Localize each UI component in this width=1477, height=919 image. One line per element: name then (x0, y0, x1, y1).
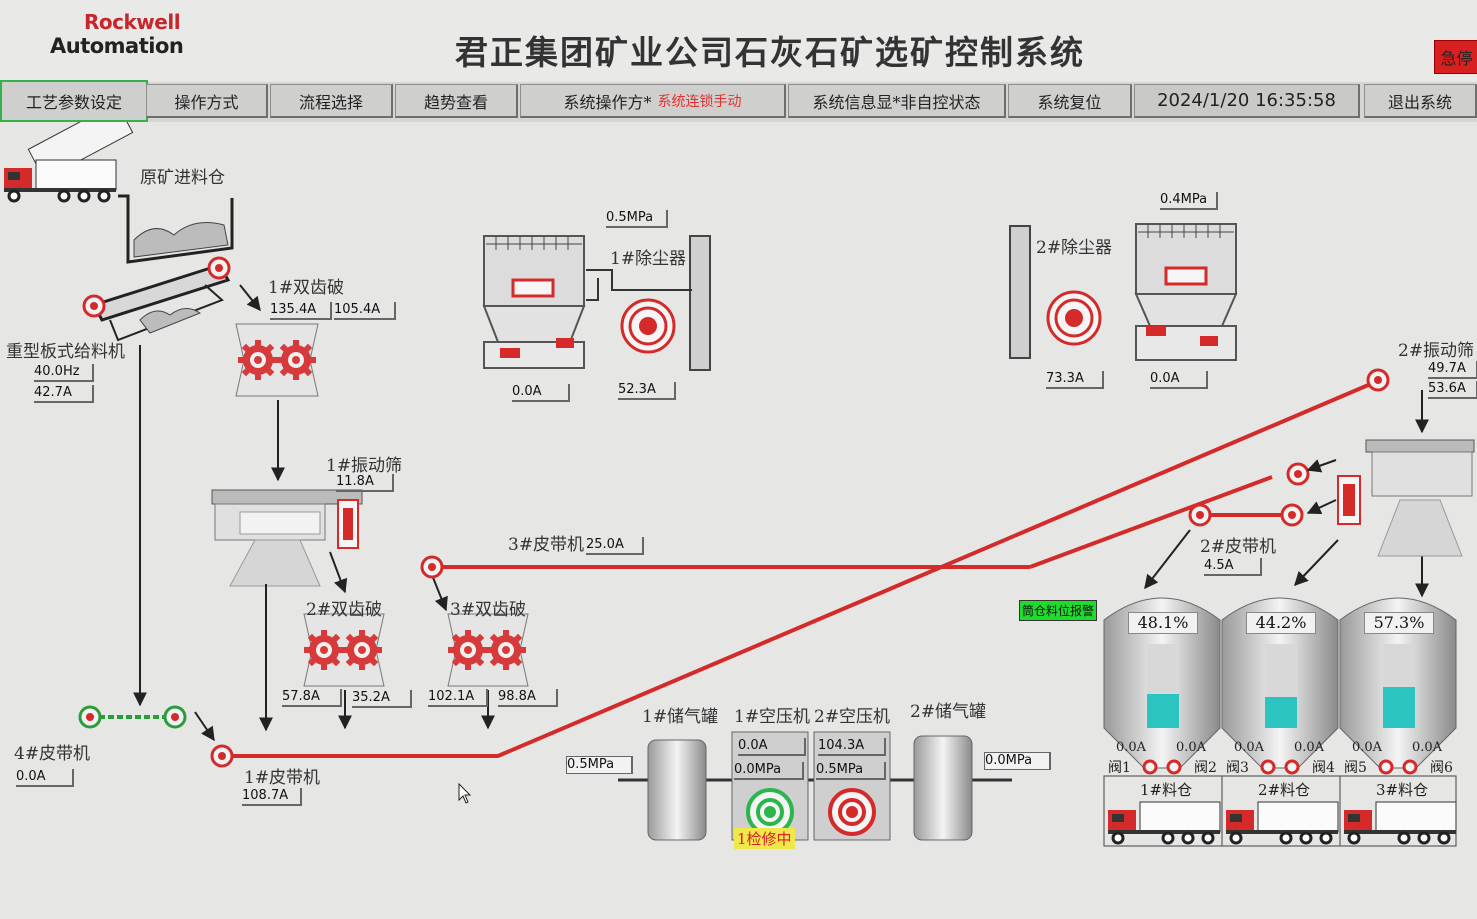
tab-operation-mode-label: 操作方式 (174, 92, 239, 112)
crusher1-label: 1#双齿破 (268, 278, 345, 298)
air-tank2-pressure: 0.0MPa (984, 752, 1051, 770)
belt3-label: 3#皮带机 (508, 535, 585, 555)
valve-6[interactable]: 阀6 (1430, 760, 1453, 776)
tab-system-info[interactable]: 系统信息显*非自控状态 (788, 84, 1006, 118)
logo-rockwell: Rockwell (84, 10, 181, 34)
dust2-current-b: 0.0A (1150, 371, 1208, 389)
crusher2-current-b: 35.2A (352, 690, 412, 708)
bin2-label: 2#料仓 (1258, 781, 1311, 799)
belt1-current: 108.7A (242, 788, 302, 806)
belt4-label: 4#皮带机 (14, 744, 91, 764)
silo1-cur-left: 0.0A (1116, 740, 1147, 755)
emergency-stop-button[interactable]: 急停 (1434, 40, 1477, 74)
silo2-cur-right: 0.0A (1294, 740, 1325, 755)
dust1-label: 1#除尘器 (610, 249, 687, 269)
air-comp1-current: 0.0A (738, 738, 806, 756)
header-bar: Rockwell Automation 君正集团矿业公司石灰石矿选矿控制系统 急… (0, 0, 1477, 82)
silo1-level: 48.1% (1128, 612, 1198, 634)
belt4-current: 0.0A (16, 769, 74, 787)
tab-system-info-label: 系统信息显*非自控状态 (812, 92, 981, 112)
datetime-display: 2024/1/20 16:35:58 (1134, 84, 1360, 118)
valve-5[interactable]: 阀5 (1344, 760, 1367, 776)
screen1-current: 11.8A (336, 474, 394, 492)
tab-exit-system[interactable]: 退出系统 (1364, 84, 1477, 118)
air-tank1-pressure: 0.5MPa (566, 756, 633, 774)
crusher2-current-a: 57.8A (282, 689, 342, 707)
silo2-level: 44.2% (1246, 612, 1316, 634)
belt2-label: 2#皮带机 (1200, 537, 1277, 557)
dust2-current-a: 73.3A (1046, 371, 1104, 389)
tab-flow-select[interactable]: 流程选择 (270, 84, 393, 118)
belt2-current: 4.5A (1204, 558, 1262, 576)
comp1-maintenance-badge: 1检修中 (734, 828, 795, 849)
datetime-text: 2024/1/20 16:35:58 (1157, 90, 1336, 111)
crusher1-current-a: 135.4A (270, 302, 332, 320)
crusher2-label: 2#双齿破 (306, 600, 383, 620)
silo-level-fill-3 (1383, 687, 1415, 728)
crusher1-current-b: 105.4A (334, 302, 396, 320)
feeder-label: 重型板式给料机 (6, 342, 125, 362)
tab-system-operation[interactable]: 系统操作方* 系统连锁手动 (520, 84, 786, 118)
silo3-cur-right: 0.0A (1412, 740, 1443, 755)
screen2-label: 2#振动筛 (1398, 341, 1475, 361)
tab-system-reset-label: 系统复位 (1037, 92, 1102, 112)
air-comp2-label: 2#空压机 (814, 707, 891, 727)
screen1-label: 1#振动筛 (326, 456, 403, 476)
logo-automation: Automation (50, 34, 184, 58)
raw-bin-label: 原矿进料仓 (140, 168, 225, 188)
air-comp2-pressure: 0.5MPa (816, 762, 886, 780)
dust2-label: 2#除尘器 (1036, 238, 1113, 258)
feeder-current: 42.7A (34, 385, 94, 403)
air-comp2-current: 104.3A (818, 738, 886, 756)
valve-2[interactable]: 阀2 (1194, 760, 1217, 776)
tab-trend-view[interactable]: 趋势查看 (395, 84, 518, 118)
silo-level-fill-2 (1265, 697, 1297, 728)
air-comp1-pressure: 0.0MPa (734, 762, 804, 780)
crusher3-current-b: 98.8A (498, 689, 558, 707)
air-tank2-label: 2#储气罐 (910, 702, 987, 722)
dust1-pressure: 0.5MPa (606, 210, 668, 228)
crusher3-label: 3#双齿破 (450, 600, 527, 620)
dust1-current-a: 0.0A (512, 384, 570, 402)
belt1-label: 1#皮带机 (244, 768, 321, 788)
tab-process-params-label: 工艺参数设定 (25, 93, 122, 112)
silo3-level: 57.3% (1364, 612, 1434, 634)
tab-flow-select-label: 流程选择 (298, 92, 363, 112)
bin3-label: 3#料仓 (1376, 781, 1429, 799)
valve-4[interactable]: 阀4 (1312, 760, 1335, 776)
dust2-pressure: 0.4MPa (1160, 192, 1218, 210)
process-diagram (2, 122, 1475, 847)
dust1-current-b: 52.3A (618, 382, 676, 400)
tab-system-reset[interactable]: 系统复位 (1008, 84, 1132, 118)
valve-3[interactable]: 阀3 (1226, 760, 1249, 776)
silo1-cur-right: 0.0A (1176, 740, 1207, 755)
tab-exit-system-label: 退出系统 (1387, 92, 1452, 112)
silo2-cur-left: 0.0A (1234, 740, 1265, 755)
tab-process-params[interactable]: 工艺参数设定 (0, 80, 148, 122)
air-tank1-label: 1#储气罐 (642, 707, 719, 727)
crusher3-current-a: 102.1A (428, 689, 488, 707)
system-op-status: 系统连锁手动 (657, 93, 742, 110)
screen2-current-a: 49.7A (1428, 361, 1477, 379)
silo-level-alarm-badge[interactable]: 筒仓料位报警 (1019, 600, 1098, 621)
bin1-label: 1#料仓 (1140, 781, 1193, 799)
tab-system-operation-label: 系统操作方* (563, 92, 652, 112)
silo-level-fill-1 (1147, 694, 1179, 728)
feeder-freq: 40.0Hz (34, 364, 94, 382)
page-title: 君正集团矿业公司石灰石矿选矿控制系统 (455, 33, 1085, 72)
tab-trend-view-label: 趋势查看 (423, 92, 488, 112)
silo3-cur-left: 0.0A (1352, 740, 1383, 755)
valve-1[interactable]: 阀1 (1108, 760, 1131, 776)
tab-operation-mode[interactable]: 操作方式 (146, 84, 268, 118)
air-comp1-label: 1#空压机 (734, 707, 811, 727)
screen2-current-b: 53.6A (1428, 381, 1477, 399)
belt3-current: 25.0A (586, 537, 644, 555)
